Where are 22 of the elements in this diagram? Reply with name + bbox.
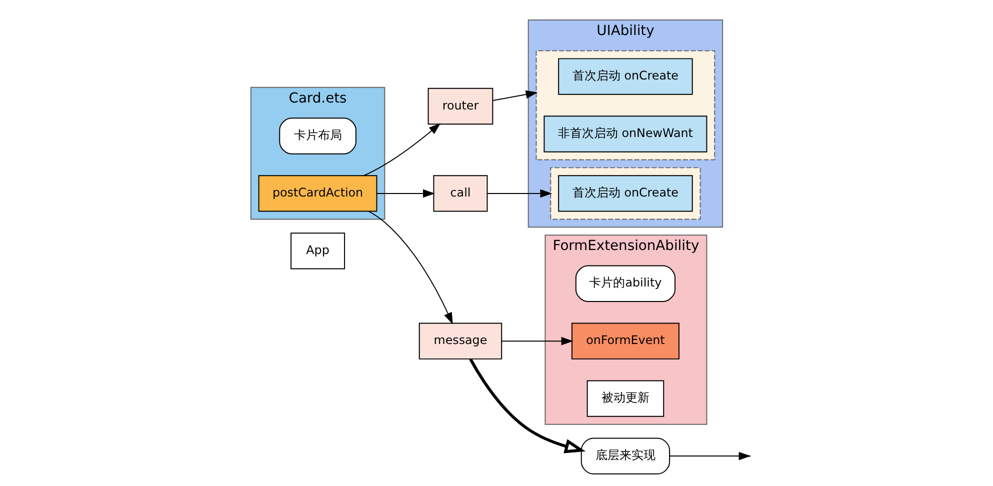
node-box: router [428, 88, 494, 125]
node-box: 卡片布局 [279, 118, 356, 154]
arrow [492, 90, 538, 102]
node-box: 卡片的ability [575, 265, 676, 302]
arrow [469, 358, 586, 454]
node-box: 被动更新 [586, 380, 664, 417]
arrow [376, 189, 435, 198]
node-box: postCardAction [258, 175, 378, 212]
node-box: App [290, 232, 346, 270]
node-box: 首次启动 onCreate [558, 175, 693, 212]
cluster [550, 167, 701, 220]
arrow [501, 336, 574, 346]
cluster [536, 50, 716, 160]
node-box: message [418, 322, 502, 360]
arrow [368, 210, 453, 324]
node-box: 首次启动 onCreate [558, 58, 693, 95]
node-box: onFormEvent [571, 322, 680, 360]
arrow [363, 123, 441, 176]
node-box: call [433, 175, 488, 212]
arrow [486, 189, 552, 198]
node-box: 非首次启动 onNewWant [544, 116, 708, 152]
node-box: 底层来实现 [580, 438, 670, 474]
